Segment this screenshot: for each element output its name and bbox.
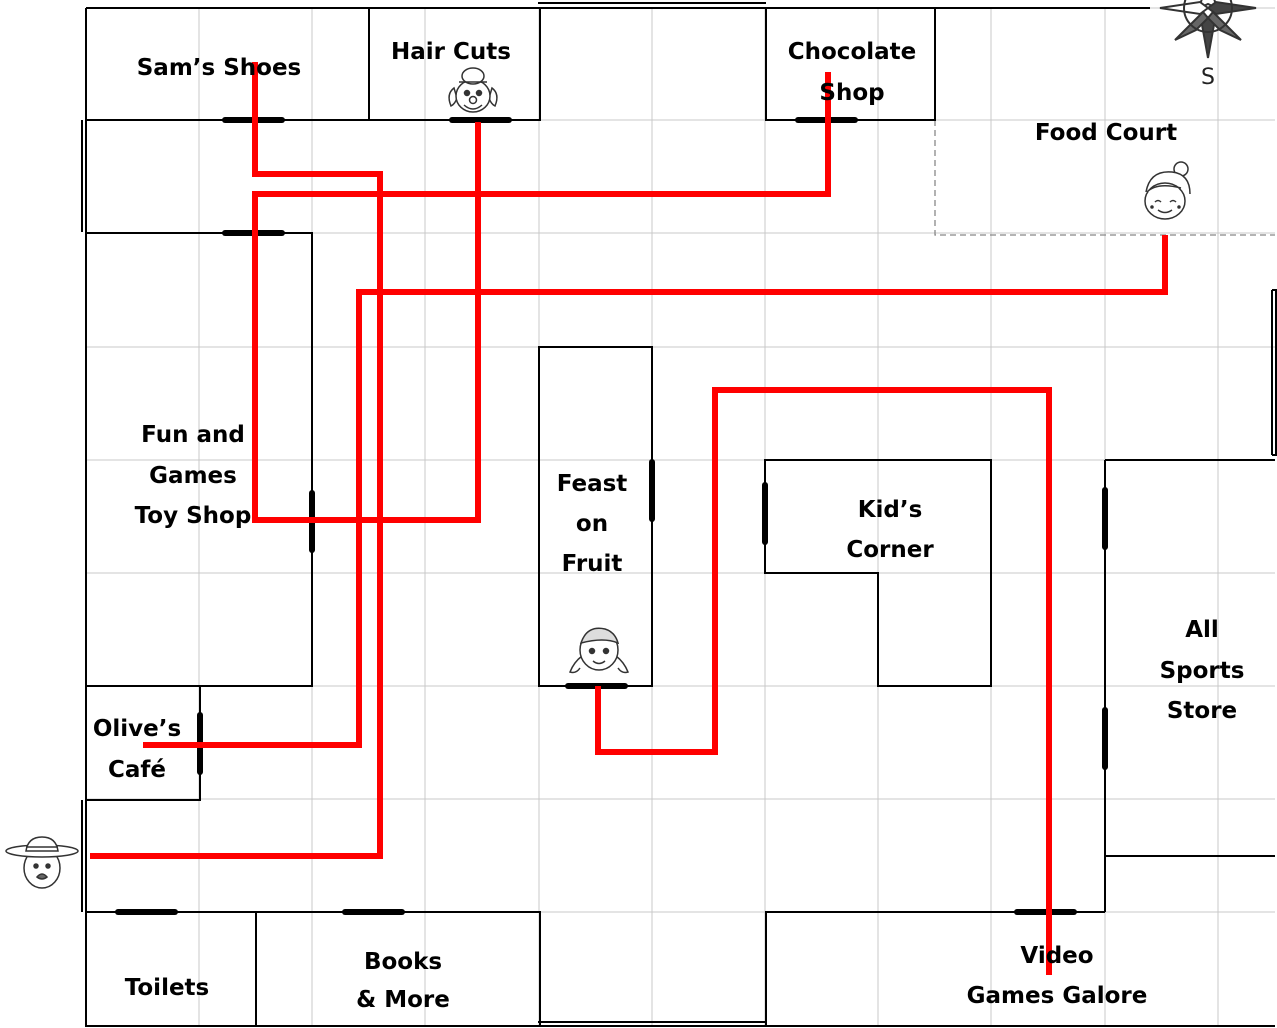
store-labels: Sam’s Shoes Hair Cuts Chocolate Shop Foo…	[93, 39, 1245, 1013]
all-sports-label-line1: All	[1185, 617, 1219, 643]
chocolate-shop-label-line1: Chocolate	[788, 39, 917, 65]
route-entrance-to-sams-shoes	[90, 62, 383, 859]
walls	[81, 2, 1277, 1027]
food-court-area	[934, 120, 1275, 236]
fun-and-games-label-line2: Games	[149, 463, 237, 489]
books-more-label-line1: Books	[364, 949, 442, 975]
books-more-label-line2: & More	[356, 987, 450, 1013]
kids-corner-label-line1: Kid’s	[858, 497, 923, 523]
fun-and-games-label-line3: Toy Shop	[135, 503, 252, 529]
route-hair-cuts-to-chocolate-shop	[252, 72, 831, 523]
doors	[115, 117, 1108, 915]
feast-on-fruit-label-line1: Feast	[557, 471, 628, 497]
kids-corner-label-line2: Corner	[846, 537, 934, 563]
route-feast-on-fruit-to-video-games	[595, 387, 1052, 975]
olives-cafe-label-line2: Café	[108, 757, 166, 783]
all-sports-label-line2: Sports	[1160, 658, 1245, 684]
feast-on-fruit-label-line2: on	[576, 511, 608, 537]
feast-on-fruit-label-line3: Fruit	[562, 551, 623, 577]
hair-cuts-label: Hair Cuts	[391, 39, 511, 65]
grandma-face-icon	[1144, 161, 1191, 220]
compass-rose-icon: S	[1159, 0, 1257, 90]
chocolate-shop-label-line2: Shop	[819, 80, 884, 106]
olives-cafe-label-line1: Olive’s	[93, 716, 181, 742]
route-food-court-to-olives-cafe	[143, 235, 1168, 748]
hat-man-face-icon	[5, 836, 79, 889]
fun-and-games-label-line1: Fun and	[141, 422, 245, 448]
clown-face-icon	[448, 67, 498, 113]
food-court-label: Food Court	[1035, 120, 1177, 146]
video-games-label-line2: Games Galore	[967, 983, 1148, 1009]
video-games-label-line1: Video	[1020, 943, 1093, 969]
compass-south-label: S	[1201, 65, 1215, 90]
all-sports-label-line3: Store	[1167, 698, 1237, 724]
pigtail-girl-face-icon	[569, 627, 629, 674]
routes	[90, 62, 1168, 975]
toilets-label: Toilets	[125, 975, 210, 1001]
sams-shoes-label: Sam’s Shoes	[137, 55, 302, 81]
